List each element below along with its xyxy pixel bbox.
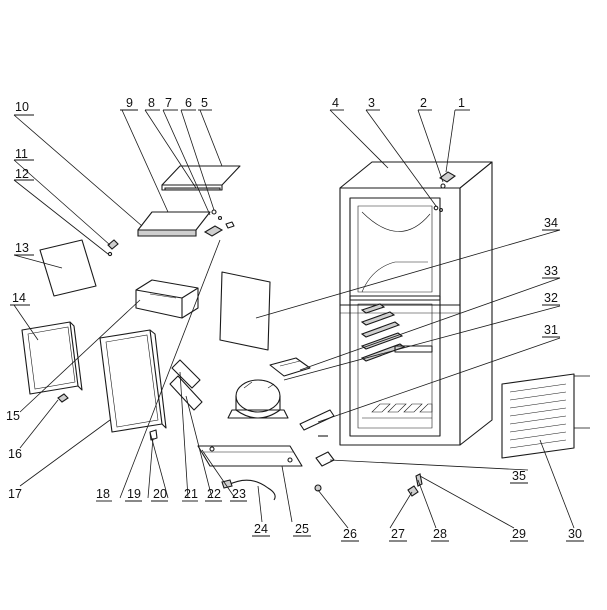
svg-text:19: 19 (127, 487, 141, 501)
callout-7: 7 (163, 96, 178, 111)
svg-text:21: 21 (184, 487, 198, 501)
screws-left (107, 239, 119, 257)
callout-19: 19 (125, 487, 142, 502)
callout-11: 11 (14, 147, 34, 161)
callout-27: 27 (389, 527, 407, 542)
callout-20: 20 (151, 487, 168, 502)
svg-text:32: 32 (544, 291, 558, 305)
svg-text:33: 33 (544, 264, 558, 278)
callout-34: 34 (542, 216, 560, 231)
callout-5: 5 (198, 96, 212, 111)
svg-text:25: 25 (295, 522, 309, 536)
freezer-door (21, 321, 83, 395)
callout-17: 17 (8, 487, 22, 501)
power-cord (221, 479, 276, 501)
base-rail (197, 445, 303, 467)
callout-35: 35 (510, 469, 528, 484)
svg-text:12: 12 (15, 167, 29, 181)
svg-text:26: 26 (343, 527, 357, 541)
callout-33: 33 (542, 264, 560, 279)
shelf-rails (360, 303, 433, 362)
svg-text:4: 4 (332, 96, 339, 110)
svg-text:7: 7 (165, 96, 172, 110)
callout-2: 2 (418, 96, 432, 111)
drain-tube (299, 409, 335, 431)
callout-labels: 1 2 3 4 5 6 7 8 9 10 11 12 13 14 15 16 1… (6, 96, 584, 542)
callout-14: 14 (10, 291, 30, 306)
svg-text:1: 1 (458, 96, 465, 110)
callout-21: 21 (182, 487, 198, 502)
callout-31: 31 (542, 323, 560, 338)
callout-1: 1 (455, 96, 470, 111)
callout-29: 29 (510, 527, 528, 542)
svg-text:17: 17 (8, 487, 22, 501)
hinge-hardware-small (203, 209, 235, 237)
callout-23: 23 (230, 487, 247, 502)
callout-9: 9 (120, 96, 138, 111)
callout-3: 3 (366, 96, 380, 111)
svg-text:24: 24 (254, 522, 268, 536)
svg-text:5: 5 (201, 96, 208, 110)
callout-12: 12 (14, 167, 34, 181)
svg-text:29: 29 (512, 527, 526, 541)
bottom-small-parts (314, 435, 423, 497)
callout-32: 32 (542, 291, 560, 306)
callout-28: 28 (431, 527, 449, 542)
callout-13: 13 (14, 241, 34, 256)
callout-4: 4 (330, 96, 344, 111)
callout-8: 8 (145, 96, 160, 111)
top-hinge-assembly (433, 171, 456, 212)
callout-25: 25 (293, 522, 311, 537)
svg-text:13: 13 (15, 241, 29, 255)
callout-15: 15 (6, 409, 20, 423)
svg-text:8: 8 (148, 96, 155, 110)
top-glass-shelf (161, 165, 241, 191)
callout-10: 10 (14, 100, 34, 116)
svg-text:11: 11 (15, 147, 28, 161)
svg-text:20: 20 (153, 487, 167, 501)
svg-text:6: 6 (185, 96, 192, 110)
door-racks (169, 359, 203, 411)
svg-text:23: 23 (232, 487, 246, 501)
fresh-food-door (99, 329, 167, 433)
svg-text:18: 18 (96, 487, 110, 501)
svg-text:2: 2 (420, 96, 427, 110)
svg-text:9: 9 (126, 96, 133, 110)
callout-18: 18 (96, 487, 112, 502)
svg-text:28: 28 (433, 527, 447, 541)
svg-text:34: 34 (544, 216, 558, 230)
crisper-drawer (135, 279, 199, 319)
middle-glass-shelf (137, 211, 211, 237)
svg-text:27: 27 (391, 527, 405, 541)
svg-text:31: 31 (544, 323, 558, 337)
floor-ribs (362, 403, 433, 419)
callout-24: 24 (252, 522, 270, 537)
electric-box (269, 357, 311, 377)
svg-text:15: 15 (6, 409, 20, 423)
callout-30: 30 (566, 527, 584, 542)
svg-text:22: 22 (207, 487, 221, 501)
svg-text:16: 16 (8, 447, 22, 461)
cabinet-body (339, 161, 493, 446)
callout-6: 6 (181, 96, 196, 111)
svg-text:3: 3 (368, 96, 375, 110)
svg-text:14: 14 (12, 291, 26, 305)
leader-lines (13, 109, 575, 529)
svg-text:10: 10 (15, 100, 29, 114)
callout-22: 22 (205, 487, 222, 502)
svg-text:35: 35 (512, 469, 526, 483)
back-condenser-grille (501, 373, 590, 459)
callout-16: 16 (8, 447, 22, 461)
rear-inner-panel (219, 271, 271, 351)
door-small-parts (57, 393, 158, 441)
compressor (227, 379, 289, 419)
svg-text:30: 30 (568, 527, 582, 541)
callout-26: 26 (341, 527, 359, 542)
freezer-door-panel (39, 239, 97, 297)
